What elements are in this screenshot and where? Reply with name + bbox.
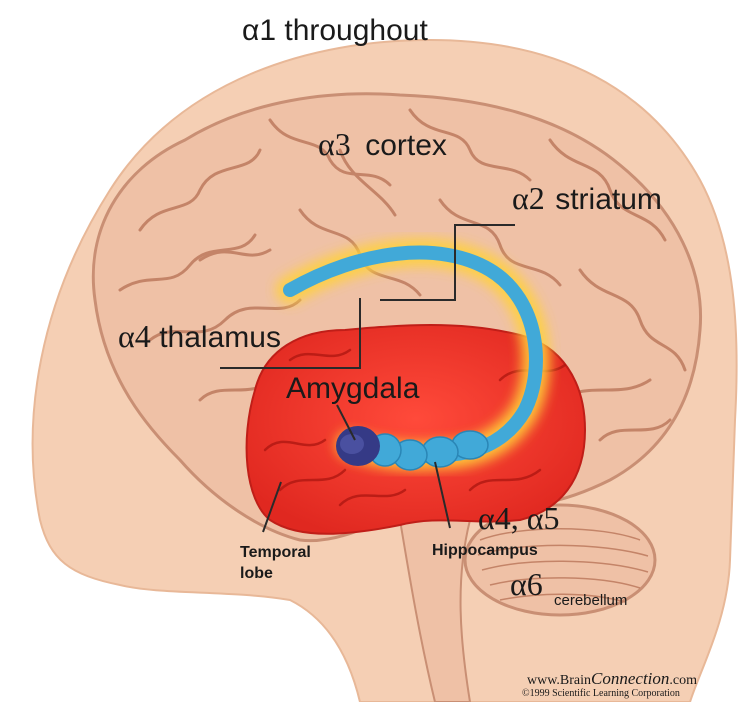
label-alpha3-greek: α3 (318, 126, 351, 162)
credit-site-brand: Connection (591, 669, 669, 688)
label-cerebellum: cerebellum (554, 592, 627, 609)
credit-copyright: ©1999 Scientific Learning Corporation (522, 688, 680, 699)
label-alpha2-greek: α2 (512, 180, 545, 216)
label-alpha1-throughout: α1 throughout (242, 14, 428, 48)
label-alpha3-text: cortex (365, 129, 447, 162)
credit-site-prefix: www.Brain (527, 673, 591, 688)
label-temporal-lobe: Temporal lobe (240, 542, 311, 584)
label-alpha6: α6 (510, 566, 543, 603)
label-alpha4-thalamus: α4 thalamus (118, 318, 281, 355)
label-amygdala: Amygdala (286, 372, 419, 406)
label-hippocampus: Hippocampus (432, 542, 538, 560)
credit-site-suffix: .com (669, 673, 697, 688)
label-alpha2-text: striatum (555, 183, 662, 216)
label-temporal-line2: lobe (240, 563, 311, 584)
credit-website: www.BrainConnection.com (527, 669, 697, 689)
label-alpha4-greek: α4 (118, 318, 151, 354)
label-temporal-line1: Temporal (240, 542, 311, 563)
label-alpha2-striatum: α2 striatum (512, 180, 662, 217)
label-alpha4-text: thalamus (159, 321, 281, 354)
label-alpha4-alpha5: α4, α5 (478, 500, 560, 537)
label-alpha3-cortex: α3 cortex (318, 126, 447, 163)
